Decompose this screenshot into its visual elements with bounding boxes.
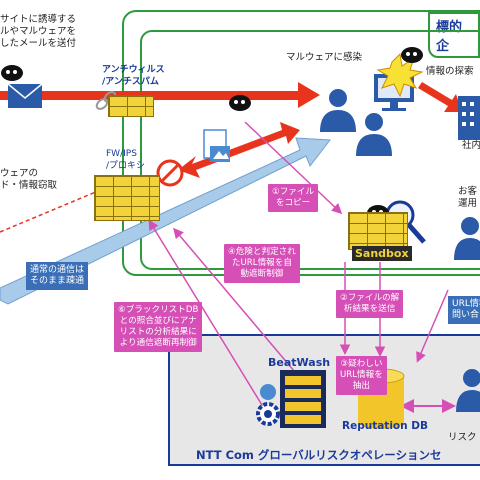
beatwash-label: BeatWash <box>268 356 331 369</box>
exfil-dashed-line <box>0 185 111 233</box>
risk-text: リスク <box>448 432 477 443</box>
reblock-arrow <box>148 219 266 411</box>
malware-icon <box>229 95 251 111</box>
customer-text: お客 運用 <box>458 186 478 209</box>
customer-operator-icon <box>454 217 480 260</box>
block-control-arrow <box>173 227 301 379</box>
sandbox-icon <box>348 212 408 250</box>
malware-steal-text: ウェアの ド・情報窃取 <box>0 168 58 191</box>
malware-icon <box>1 65 23 81</box>
c2-arrow <box>178 122 300 178</box>
sandbox-label: Sandbox <box>352 246 412 261</box>
antivirus-label: アンチウィルス /アンチスパム <box>102 65 165 87</box>
user-icon <box>356 113 392 156</box>
reputation-db-label: Reputation DB <box>342 420 428 432</box>
step-4-auto-block: ④危険と判定され たURL情報を自 動遮断制御 <box>224 244 300 283</box>
analyst-icon <box>456 369 480 412</box>
malware-icon <box>401 47 423 63</box>
ntt-com-label: NTT Com グローバルリスクオペレーションセ <box>196 448 442 462</box>
fw-ips-proxy-icon <box>94 175 160 221</box>
target-company-frame <box>122 10 480 276</box>
mail-arrow-head <box>298 82 320 108</box>
step-6-reblock-control: ⑥ブラックリストDB との照合並びにアナ リストの分析結果に より通信遮断再制御 <box>114 302 203 352</box>
company-building-icon <box>458 96 480 140</box>
search-arrow <box>418 82 462 112</box>
attack-mail-text: サイトに誘導する ルやマルウェアを したメールを送付 <box>0 14 77 49</box>
globe-icon <box>260 384 276 400</box>
copy-file-arrow <box>244 121 343 215</box>
info-search-text: 情報の探索 <box>426 66 474 77</box>
url-query-note: URL情報 問い合 <box>448 296 480 324</box>
step-3-extract-url: ③疑わしい URL情報を 抽出 <box>336 356 387 395</box>
inside-text: 社内 <box>462 140 480 151</box>
fw-ips-label: FW/IPS /プロキシ <box>106 149 146 171</box>
malware-infection-text: マルウェアに感染 <box>286 52 363 63</box>
normal-traffic-note: 通常の通信は そのまま疎通 <box>26 262 89 290</box>
step-2-send-analysis: ②ファイルの解 析結果を送信 <box>336 290 404 318</box>
url-query-arrow <box>416 289 449 363</box>
link-icon <box>95 98 109 110</box>
target-company-label: 標的企 <box>428 12 480 58</box>
antivirus-firewall-icon <box>108 95 154 117</box>
step-1-copy-file: ①ファイル をコピー <box>268 184 319 212</box>
internal-network-frame <box>140 30 480 270</box>
user-icon <box>320 89 356 132</box>
